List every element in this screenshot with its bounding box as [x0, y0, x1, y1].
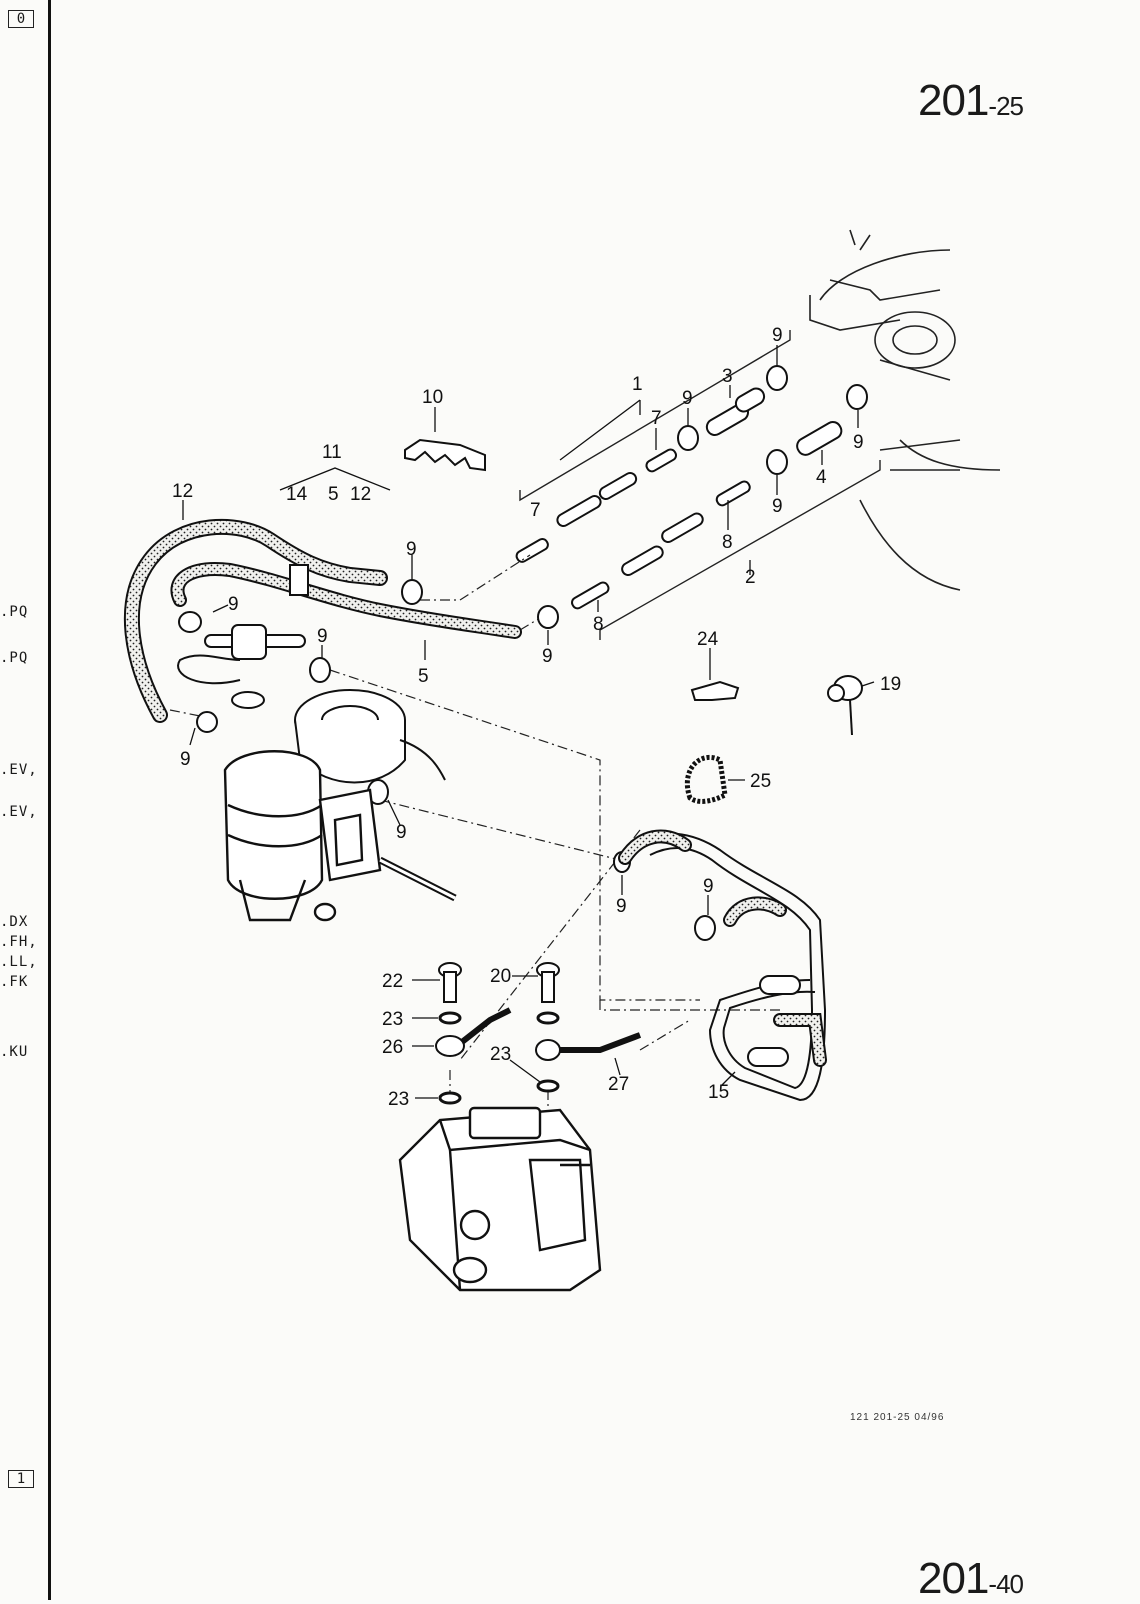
callout-10: 10 — [422, 387, 443, 408]
return-hose-12 — [123, 518, 388, 723]
fuel-filter-body — [223, 750, 382, 922]
callout-23: 23 — [490, 1044, 511, 1065]
callout-2: 2 — [745, 567, 756, 588]
banjo-bolt-20-icon — [536, 962, 560, 1003]
injection-pump — [398, 1106, 602, 1292]
callout-9: 9 — [682, 388, 693, 409]
pipe-assembly-15 — [639, 832, 827, 1102]
bracket-group-2 — [599, 460, 881, 640]
callout-8: 8 — [593, 614, 604, 635]
callout-9: 9 — [317, 626, 328, 647]
callout-12: 12 — [172, 481, 193, 502]
margin-code: .EV, — [0, 762, 38, 778]
callout-27: 27 — [608, 1074, 629, 1095]
fuel-filter-housing — [294, 689, 446, 784]
callout-9: 9 — [853, 432, 864, 453]
margin-rule — [48, 0, 51, 1600]
holder-19-icon — [827, 675, 863, 736]
callout-1: 1 — [632, 374, 643, 395]
callout-11: 11 — [322, 442, 342, 463]
callout-8: 8 — [722, 532, 733, 553]
hose-clamp-9-icon — [178, 365, 868, 941]
sealing-washer-23-icon — [438, 1011, 560, 1105]
margin-code: .EV, — [0, 804, 38, 820]
lower-fuel-pipe — [571, 421, 843, 610]
margin-code: .PQ — [0, 650, 29, 666]
callout-9: 9 — [616, 896, 627, 917]
callout-19: 19 — [880, 674, 901, 695]
margin-code: .KU — [0, 1044, 29, 1060]
callout-22: 22 — [382, 971, 403, 992]
strap-25-icon — [684, 755, 728, 804]
callout-23: 23 — [388, 1089, 409, 1110]
hose-holder-14 — [289, 564, 309, 596]
callout-25: 25 — [750, 771, 771, 792]
callout-26: 26 — [382, 1037, 403, 1058]
callout-20: 20 — [490, 966, 511, 987]
t-connector — [177, 624, 306, 709]
callout-7: 7 — [651, 408, 662, 429]
callout-9: 9 — [703, 876, 714, 897]
banjo-fitting-26-icon — [435, 1007, 512, 1057]
margin-box-bottom: 1 — [8, 1470, 34, 1488]
callout-23: 23 — [382, 1009, 403, 1030]
callout-4: 4 — [816, 467, 827, 488]
callouts: 1 2 3 4 5 7 7 8 8 9 9 9 9 9 9 9 9 9 9 9 … — [172, 325, 901, 1110]
callout-5: 5 — [418, 666, 429, 687]
margin-code: .PQ — [0, 604, 29, 620]
margin-code: .LL, — [0, 954, 38, 970]
callout-9: 9 — [542, 646, 553, 667]
clip-24-icon — [690, 680, 740, 701]
clip-10-icon — [404, 438, 486, 472]
callout-24: 24 — [697, 629, 719, 650]
margin-code: .FH, — [0, 934, 38, 950]
page-number: 201-25 — [918, 76, 1024, 125]
callout-9: 9 — [228, 594, 239, 615]
footer-reference: 121 201-25 04/96 — [850, 1412, 945, 1423]
upper-fuel-pipe — [515, 387, 766, 563]
callout-15: 15 — [708, 1082, 729, 1103]
leader-lines — [182, 345, 875, 1099]
callout-14: 14 — [286, 484, 308, 505]
callout-12: 12 — [350, 484, 371, 505]
callout-7: 7 — [530, 500, 541, 521]
engine-outline — [809, 229, 1001, 591]
margin-code: .DX — [0, 914, 29, 930]
next-page-number: 201-40 — [918, 1554, 1024, 1603]
callout-3: 3 — [722, 366, 733, 387]
callout-9: 9 — [772, 496, 783, 517]
banjo-fitting-20-icon — [535, 1032, 642, 1061]
callout-5: 5 — [328, 484, 339, 505]
banjo-bolt-22-icon — [438, 962, 462, 1003]
bracket-group-1 — [519, 330, 791, 502]
margin-box-top: 0 — [8, 10, 34, 28]
callout-9: 9 — [396, 822, 407, 843]
margin-code: .FK — [0, 974, 29, 990]
callout-9: 9 — [406, 539, 417, 560]
callout-9: 9 — [772, 325, 783, 346]
callout-9: 9 — [180, 749, 191, 770]
